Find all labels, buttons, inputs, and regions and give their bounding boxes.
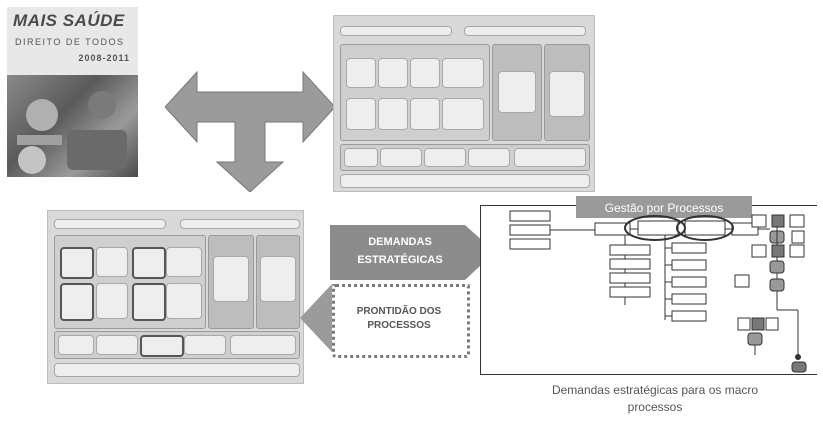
- demandas-label-line2: ESTRATÉGICAS: [357, 254, 443, 266]
- demandas-arrow: [330, 225, 495, 280]
- caption-line2: processos: [627, 400, 683, 414]
- cover-years: 2008-2011: [78, 53, 130, 63]
- strategic-map-thumbnail-top: [333, 15, 595, 192]
- prontidao-box: [332, 284, 470, 358]
- prontidao-label-line1: PRONTIDÃO DOS: [356, 306, 442, 317]
- cover-photo-art: [17, 91, 127, 174]
- process-panel-title: Gestão por Processos: [604, 201, 724, 215]
- caption-line1: Demandas estratégicas para os macro: [551, 383, 759, 397]
- caption: Demandas estratégicas para os macro proc…: [490, 382, 820, 416]
- cover-header: MAIS SAÚDE DIREITO DE TODOS 2008-2011: [7, 7, 138, 75]
- strategic-map-thumbnail-bottom: [47, 210, 304, 384]
- cover-title: MAIS SAÚDE: [13, 11, 125, 30]
- cover-photo: [7, 75, 138, 177]
- process-panel-title-bar: [576, 196, 752, 218]
- four-way-arrow: [165, 70, 335, 192]
- demandas-label-line1: DEMANDAS: [368, 236, 432, 248]
- cover-image: MAIS SAÚDE DIREITO DE TODOS 2008-2011: [7, 7, 138, 177]
- cover-subtitle: DIREITO DE TODOS: [15, 37, 125, 47]
- process-flow-diagram: [509, 210, 807, 373]
- prontidao-label-line2: PROCESSOS: [367, 320, 431, 331]
